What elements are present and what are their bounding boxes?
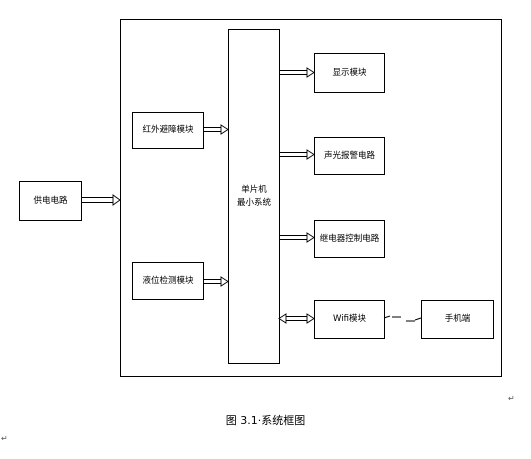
phone-block: 手机端 (421, 300, 494, 339)
relay-arrow (279, 232, 315, 243)
liquid-level-block: 液位检测模块 (132, 262, 204, 300)
power-arrow (81, 194, 121, 206)
phone-label: 手机端 (444, 314, 471, 325)
alarm-circuit-label: 声光报警电路 (323, 150, 375, 161)
wifi-module-block: Wifi模块 (314, 300, 385, 339)
wifi-module-label: Wifi模块 (333, 314, 366, 325)
return-mark: ↵ (1, 434, 8, 443)
relay-control-label: 继电器控制电路 (319, 233, 380, 244)
relay-control-block: 继电器控制电路 (314, 220, 385, 258)
power-supply-block: 供电电路 (19, 181, 82, 221)
mcu-label: 单片机 最小系统 (236, 184, 271, 208)
alarm-circuit-block: 声光报警电路 (314, 137, 385, 175)
infrared-arrow (203, 124, 229, 135)
power-supply-label: 供电电路 (33, 195, 68, 206)
mcu-block: 单片机 最小系统 (228, 29, 280, 364)
wifi-bidirectional-arrow (278, 313, 315, 324)
wireless-link (383, 315, 422, 322)
return-mark: ↵ (508, 394, 515, 403)
liquid-level-label: 液位检测模块 (142, 275, 194, 286)
display-module-label: 显示模块 (332, 67, 367, 78)
display-arrow (279, 67, 315, 78)
alarm-arrow (279, 149, 315, 160)
figure-caption: 图 3.1·系统框图 (225, 414, 306, 427)
display-module-block: 显示模块 (314, 53, 385, 93)
infrared-obstacle-block: 红外避障模块 (132, 112, 204, 149)
level-arrow (203, 276, 229, 287)
infrared-obstacle-label: 红外避障模块 (142, 125, 194, 136)
